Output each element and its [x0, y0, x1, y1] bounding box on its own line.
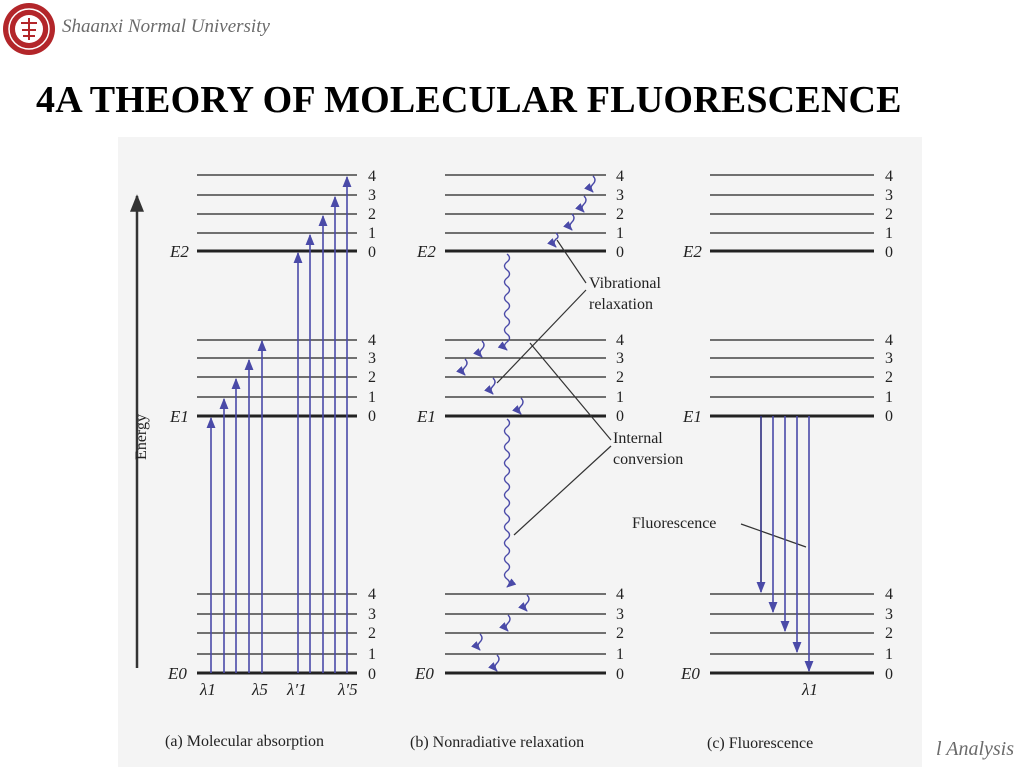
callout-line	[496, 289, 587, 384]
level-number: 3	[368, 187, 376, 204]
callout-internal: conversion	[613, 451, 683, 468]
callout-line	[513, 445, 612, 536]
level-number: 1	[885, 225, 893, 242]
university-name: Shaanxi Normal University	[62, 16, 270, 37]
level-number: 3	[616, 606, 624, 623]
relaxation-arrow	[511, 397, 524, 415]
relaxation-arrow	[455, 358, 468, 376]
level-number: 1	[885, 646, 893, 663]
level-number: 3	[616, 187, 624, 204]
relaxation-arrow	[472, 340, 485, 358]
wavelength-label: λ1	[199, 680, 216, 699]
level-number: 0	[368, 666, 376, 683]
state-label-e1: E1	[169, 407, 189, 426]
callout-internal: Internal	[613, 430, 663, 447]
energy-level-diagram: Energy	[118, 137, 922, 767]
wavelength-label: λ′5	[337, 680, 358, 699]
callout-vibrational: Vibrational	[589, 275, 661, 292]
level-number: 0	[885, 408, 893, 425]
state-label-e0: E0	[414, 664, 434, 683]
wavelength-label: λ′1	[286, 680, 307, 699]
level-number: 4	[885, 332, 893, 349]
level-number: 3	[885, 350, 893, 367]
level-number: 0	[885, 244, 893, 261]
level-number: 2	[616, 206, 624, 223]
footer-text: l Analysis	[936, 738, 1014, 760]
level-number: 4	[368, 332, 376, 349]
state-label-e2: E2	[682, 242, 702, 261]
relaxation-arrow	[574, 195, 587, 213]
relaxation-arrow	[546, 232, 559, 248]
relaxation-arrow	[583, 175, 596, 193]
slide-title: 4A THEORY OF MOLECULAR FLUORESCENCE	[36, 79, 902, 121]
caption-nonradiative: (b) Nonradiative relaxation	[410, 734, 584, 751]
level-number: 3	[885, 187, 893, 204]
level-number: 4	[616, 168, 624, 185]
level-number: 0	[368, 244, 376, 261]
level-number: 2	[885, 369, 893, 386]
level-number: 3	[616, 350, 624, 367]
level-number: 2	[368, 206, 376, 223]
state-label-e1: E1	[682, 407, 702, 426]
state-label-e0: E0	[680, 664, 700, 683]
callout-vibrational: relaxation	[589, 296, 653, 313]
relaxation-arrow	[498, 614, 511, 632]
callout-line	[556, 239, 587, 284]
level-number: 4	[885, 168, 893, 185]
level-number: 1	[885, 389, 893, 406]
level-number: 2	[368, 625, 376, 642]
caption-absorption: (a) Molecular absorption	[165, 733, 324, 750]
diagram-svg: Energy	[130, 168, 893, 752]
level-number: 0	[616, 244, 624, 261]
relaxation-arrow	[487, 654, 500, 672]
level-number: 2	[885, 206, 893, 223]
level-number: 1	[616, 389, 624, 406]
header: Shaanxi Normal University	[0, 0, 1024, 70]
wavelength-label: λ5	[251, 680, 268, 699]
level-number: 2	[616, 369, 624, 386]
state-label-e1: E1	[416, 407, 436, 426]
internal-conversion-arrow	[503, 418, 517, 588]
level-number: 4	[368, 168, 376, 185]
wavelength-label: λ1	[801, 680, 818, 699]
level-number: 2	[616, 625, 624, 642]
level-number: 1	[368, 389, 376, 406]
relaxation-arrow	[483, 377, 496, 395]
callout-line	[529, 342, 612, 441]
caption-fluorescence: (c) Fluorescence	[707, 735, 813, 752]
level-number: 2	[368, 369, 376, 386]
level-number: 1	[368, 646, 376, 663]
callout-fluorescence: Fluorescence	[632, 515, 716, 532]
level-number: 4	[616, 586, 624, 603]
level-number: 1	[616, 225, 624, 242]
level-number: 0	[368, 408, 376, 425]
level-number: 1	[368, 225, 376, 242]
energy-axis-label: Energy	[133, 414, 150, 460]
relaxation-arrow	[517, 594, 530, 612]
level-number: 0	[885, 666, 893, 683]
relaxation-arrow	[470, 633, 483, 651]
level-number: 3	[368, 350, 376, 367]
university-logo	[3, 3, 55, 55]
level-number: 3	[885, 606, 893, 623]
level-number: 3	[368, 606, 376, 623]
level-number: 4	[616, 332, 624, 349]
level-number: 0	[616, 408, 624, 425]
level-number: 0	[616, 666, 624, 683]
internal-conversion-arrow	[497, 253, 511, 351]
state-label-e0: E0	[167, 664, 187, 683]
level-number: 4	[885, 586, 893, 603]
level-number: 4	[368, 586, 376, 603]
state-label-e2: E2	[169, 242, 189, 261]
level-number: 1	[616, 646, 624, 663]
level-number: 2	[885, 625, 893, 642]
state-label-e2: E2	[416, 242, 436, 261]
relaxation-arrow	[562, 213, 575, 231]
